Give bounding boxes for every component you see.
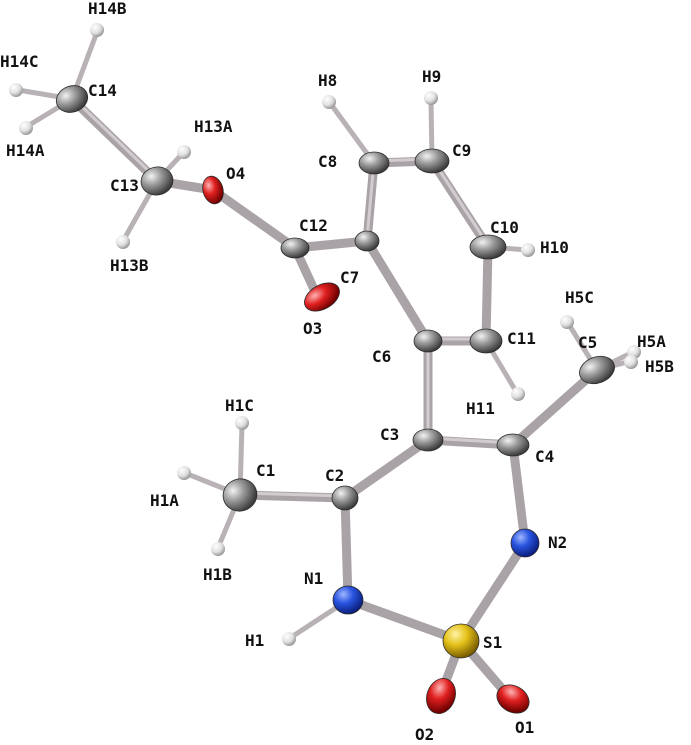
bond-c4-c5 bbox=[508, 365, 602, 450]
bond-c4-n2 bbox=[508, 440, 530, 548]
label-c2: C2 bbox=[325, 466, 344, 485]
atom-h1a bbox=[177, 466, 191, 480]
label-c11: C11 bbox=[507, 329, 536, 348]
hydrogen-atoms bbox=[9, 23, 641, 646]
label-c9: C9 bbox=[452, 141, 471, 160]
atom-h13a bbox=[177, 145, 191, 159]
bond-n1-s1 bbox=[343, 595, 466, 646]
atom-h1b bbox=[211, 542, 225, 556]
atom-c11 bbox=[469, 328, 503, 354]
atom-h5b bbox=[624, 355, 638, 369]
bond-c10-c11 bbox=[481, 242, 493, 346]
bond-c6-c7 bbox=[362, 236, 433, 346]
label-o2: O2 bbox=[415, 725, 434, 744]
atom-n2 bbox=[510, 528, 540, 558]
label-h13b: H13B bbox=[110, 256, 149, 275]
label-h14b: H14B bbox=[88, 0, 127, 18]
label-o4: O4 bbox=[226, 164, 245, 183]
bond-c2-c1 bbox=[235, 490, 350, 503]
atom-c8 bbox=[358, 151, 390, 175]
atom-c2 bbox=[331, 485, 359, 511]
label-c4: C4 bbox=[535, 447, 554, 466]
label-h1b: H1B bbox=[203, 565, 232, 584]
label-h10: H10 bbox=[540, 238, 569, 257]
atom-h10 bbox=[521, 243, 535, 257]
label-h8: H8 bbox=[318, 71, 337, 90]
label-h5a: H5A bbox=[637, 332, 666, 351]
atom-h5c bbox=[560, 315, 574, 329]
bond-c3-c2 bbox=[340, 435, 433, 503]
atom-s1 bbox=[442, 623, 480, 659]
label-c12: C12 bbox=[299, 216, 328, 235]
atom-o4 bbox=[202, 175, 224, 205]
atom-h14b bbox=[90, 23, 104, 37]
atom-h14a bbox=[19, 121, 33, 135]
label-h11: H11 bbox=[466, 399, 495, 418]
atom-c13 bbox=[140, 166, 174, 196]
label-h13a: H13A bbox=[194, 117, 233, 136]
bonds bbox=[15, 29, 636, 704]
label-c6: C6 bbox=[372, 347, 391, 366]
label-h1: H1 bbox=[245, 631, 264, 650]
atom-o1 bbox=[496, 684, 530, 714]
label-h1a: H1A bbox=[150, 491, 179, 510]
atom-h1 bbox=[282, 632, 296, 646]
atom-c12 bbox=[280, 237, 310, 259]
label-c3: C3 bbox=[380, 425, 399, 444]
label-c1: C1 bbox=[256, 461, 275, 480]
label-s1: S1 bbox=[483, 633, 502, 652]
atom-c1 bbox=[222, 478, 258, 512]
atom-c3 bbox=[412, 428, 444, 452]
bond-n2-s1 bbox=[456, 538, 530, 646]
label-c7: C7 bbox=[340, 268, 359, 287]
atom-h11 bbox=[511, 387, 525, 401]
bond-c2-n1 bbox=[340, 493, 353, 605]
atom-c6 bbox=[413, 329, 443, 353]
label-c14: C14 bbox=[88, 81, 117, 100]
atom-o2 bbox=[426, 678, 456, 714]
atom-h9 bbox=[424, 91, 438, 105]
atom-labels: H14B H14C C14 H14A H13A O4 C13 H13B H8 H… bbox=[0, 0, 674, 744]
heavy-atoms bbox=[55, 85, 615, 714]
atom-c7 bbox=[354, 230, 380, 252]
label-n1: N1 bbox=[304, 569, 323, 588]
label-h14a: H14A bbox=[6, 141, 45, 160]
label-o3: O3 bbox=[303, 319, 322, 338]
atom-c10 bbox=[469, 234, 507, 260]
atom-c9 bbox=[414, 148, 450, 174]
label-c5: C5 bbox=[578, 333, 597, 352]
atom-c5 bbox=[579, 355, 615, 385]
atom-c14 bbox=[55, 85, 89, 113]
label-h9: H9 bbox=[422, 67, 441, 86]
label-h1c: H1C bbox=[225, 396, 254, 415]
atom-h8 bbox=[322, 95, 336, 109]
label-h5b: H5B bbox=[645, 357, 674, 376]
atom-c4 bbox=[496, 433, 530, 457]
bond-o4-c12 bbox=[208, 185, 300, 253]
label-c8: C8 bbox=[318, 152, 337, 171]
label-h5c: H5C bbox=[565, 288, 594, 307]
label-o1: O1 bbox=[515, 718, 534, 737]
atom-h14c bbox=[9, 83, 23, 97]
label-c13: C13 bbox=[110, 176, 139, 195]
atom-h1c bbox=[235, 416, 249, 430]
label-h14c: H14C bbox=[0, 52, 39, 71]
label-c10: C10 bbox=[490, 218, 519, 237]
atom-o3 bbox=[304, 282, 340, 312]
label-n2: N2 bbox=[548, 533, 567, 552]
atom-h13b bbox=[116, 235, 130, 249]
atom-n1 bbox=[332, 585, 364, 615]
